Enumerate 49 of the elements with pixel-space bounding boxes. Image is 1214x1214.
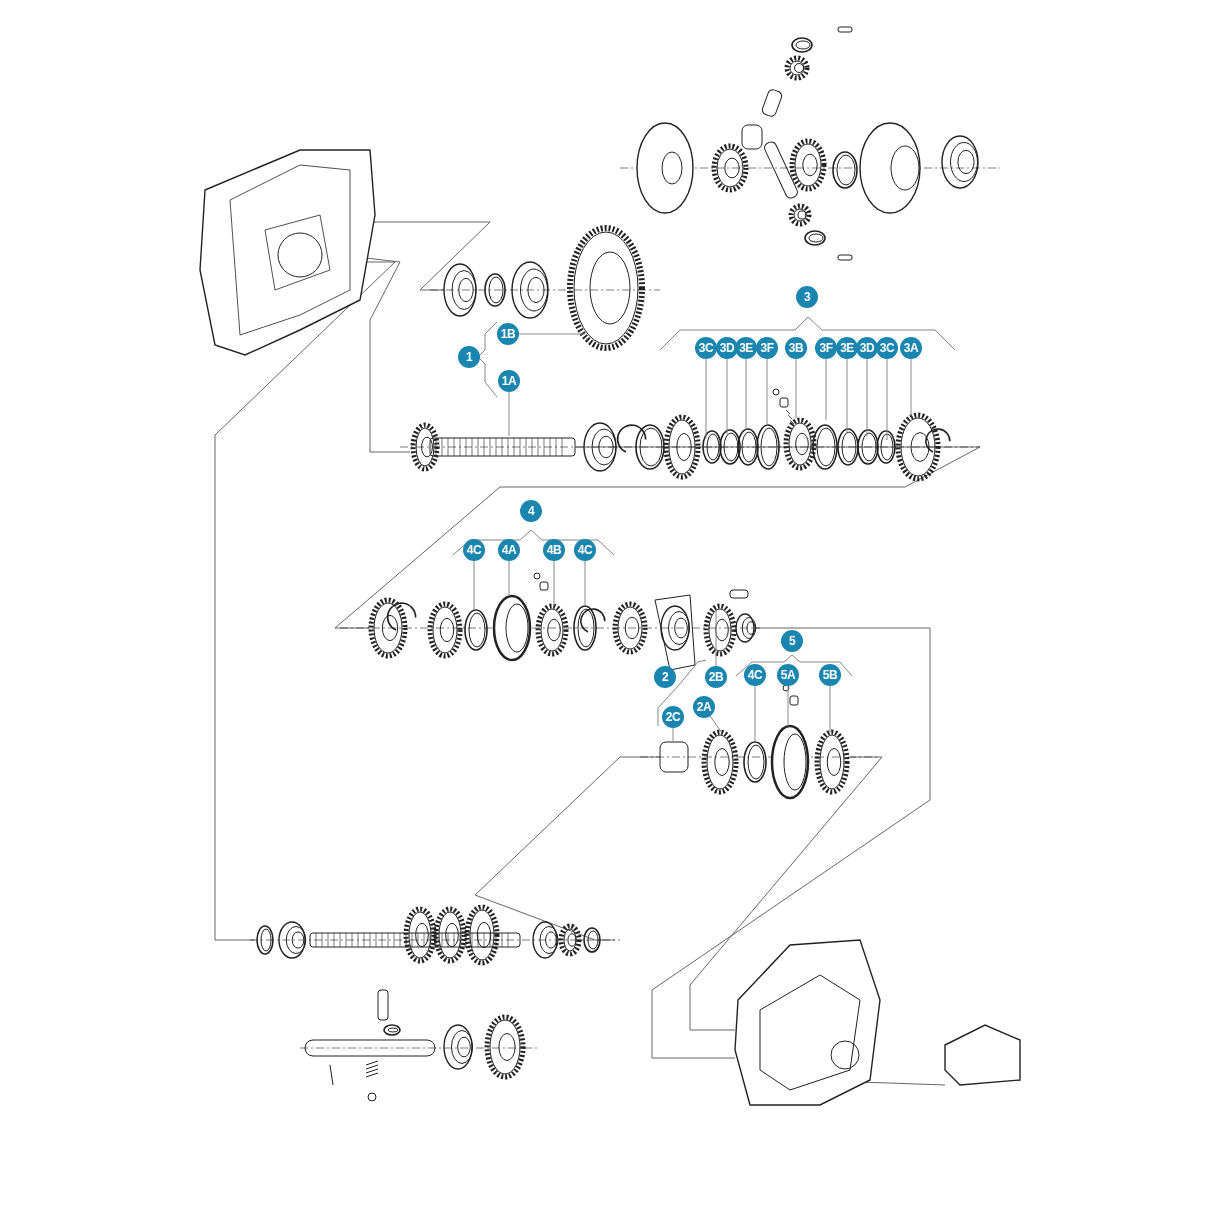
callout-number: 5A [777,664,799,686]
leader-line [745,358,747,431]
callout-number: 4C [744,664,766,686]
callout-number: 3E [836,337,858,359]
leader-line [518,333,586,335]
leader-line [766,358,768,426]
callout-number: 3C [695,337,717,359]
callout-number: 1A [498,370,520,392]
callout-number: 2C [662,706,684,728]
leader-line [473,560,475,611]
callout-number: 1B [497,323,519,345]
callout-number: 3F [756,337,778,359]
callout-number: 3E [735,337,757,359]
leader-line [846,358,848,433]
leader-line [715,609,717,667]
callout-number: 3F [815,337,837,359]
leader-line [726,358,728,435]
leader-line [910,358,912,417]
leader-line [754,685,756,743]
leader-line [584,560,586,607]
callout-number: 2 [654,666,676,688]
callout-number: 3D [856,337,878,359]
callout-number: 3A [900,337,922,359]
callout-number: 5 [781,630,803,652]
callout-number: 1 [458,346,480,368]
leader-line [705,358,707,439]
callout-number: 4C [463,539,485,561]
callout-number: 3B [785,337,807,359]
callout-number: 2A [693,696,715,718]
leader-line [709,715,723,734]
callout-number: 5B [819,664,841,686]
leader-line [787,685,789,727]
leader-line [829,685,831,733]
leader-line [866,358,868,437]
leader-line [825,358,827,421]
leader-line [553,560,555,607]
leader-line [886,358,888,441]
callout-number: 4B [543,539,565,561]
callout-number: 3C [876,337,898,359]
callout-number: 3D [716,337,738,359]
leader-line [672,727,674,743]
leader-line [508,560,510,597]
callout-number: 4A [498,539,520,561]
callout-number: 3 [796,286,818,308]
leader-line [795,358,797,419]
callout-number: 2B [705,666,727,688]
callout-number: 4 [520,500,542,522]
callout-number: 4C [574,539,596,561]
leader-line [508,391,510,437]
